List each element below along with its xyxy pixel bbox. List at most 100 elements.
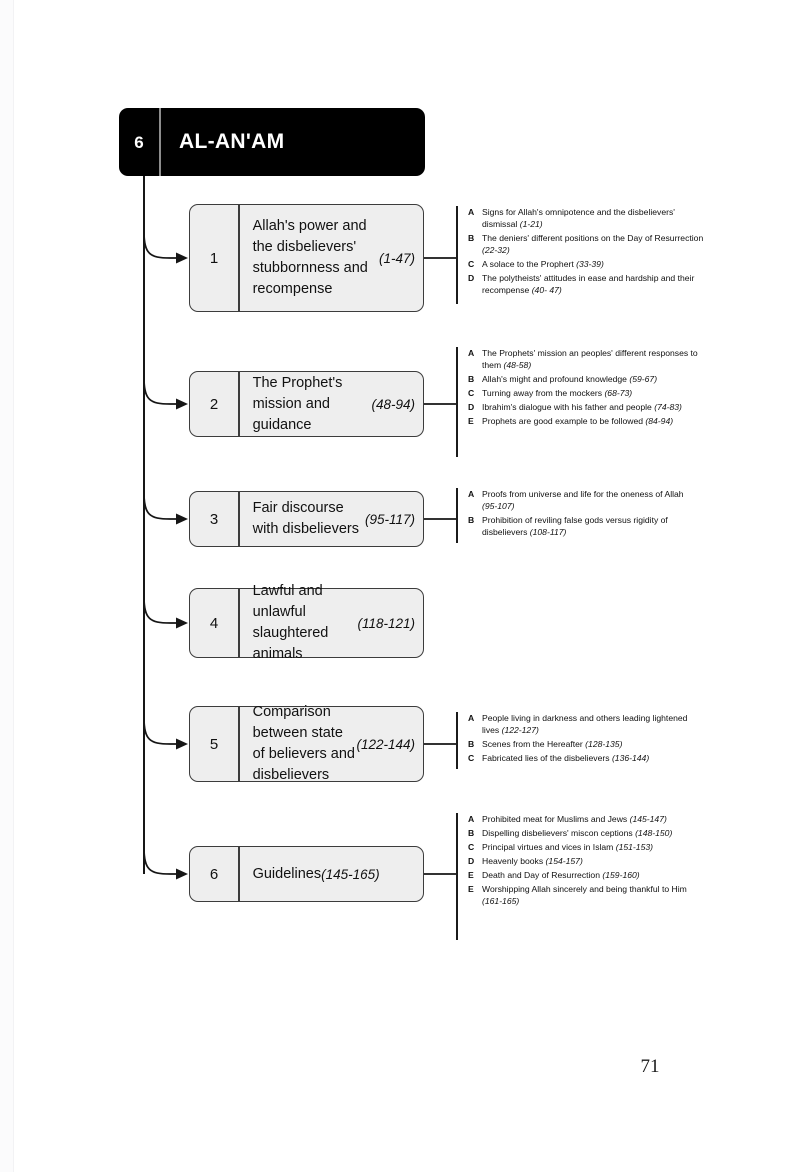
subsection-label: The Prophets' mission an peoples' differ…: [482, 348, 698, 370]
subsection-item[interactable]: B Prohibition of reviling false gods vers…: [468, 514, 704, 538]
section-box-divider: [238, 205, 240, 311]
section-number: 4: [209, 614, 219, 632]
subsection-item[interactable]: B Dispelling disbelievers' miscon ception…: [468, 827, 704, 839]
subsection-label: The deniers' different positions on the …: [482, 233, 704, 243]
subsection-letter: C: [468, 388, 475, 398]
subsection-verse-range: (84-94): [645, 416, 674, 426]
section-title-text: Lawful and unlawful slaughtered animals: [252, 583, 329, 662]
subsection-letter: A: [468, 489, 475, 499]
section-verse-range: (145-165): [321, 866, 380, 882]
subsection-verse-range: (159-160): [602, 870, 640, 880]
subsection-list: A The Prophets' mission an peoples' diffe…: [468, 347, 704, 429]
subsection-text: The polytheists' attitudes in ease and h…: [482, 272, 704, 296]
subsection-verse-range: (154-157): [545, 856, 583, 866]
subsection-verse-range: (74-83): [654, 402, 682, 412]
connector-arrowhead: [176, 252, 188, 264]
subsection-label: Allah's might and profound knowledge: [482, 374, 630, 384]
section-title: The Prophet's mission and guidance (48-9…: [240, 372, 423, 436]
connector-arrowhead: [176, 513, 188, 525]
subsection-item[interactable]: B Scenes from the Hereafter (128-135): [468, 738, 704, 750]
subsection-text: Proofs from universe and life for the on…: [482, 488, 704, 512]
subsection-verse-range: (40- 47): [531, 285, 562, 295]
subsection-text: Fabricated lies of the disbelievers (136…: [482, 752, 704, 764]
section-box-divider: [238, 492, 240, 546]
subsection-letter: B: [468, 515, 475, 525]
section-box-3[interactable]: 3 Fair discourse with disbelievers (95-11…: [189, 491, 424, 547]
subsection-item[interactable]: C Fabricated lies of the disbelievers (13…: [468, 752, 704, 764]
subsection-label: Death and Day of Resurrection: [482, 870, 603, 880]
subsection-letter: A: [468, 348, 475, 358]
subsection-label: Fabricated lies of the disbelievers: [482, 753, 612, 763]
subsection-verse-range: (136-144): [611, 753, 650, 763]
section-verse-range: (1-47): [378, 250, 415, 266]
section-box-1[interactable]: 1 Allah's power and the disbelievers' stu…: [189, 204, 424, 312]
subsection-bracket: [456, 813, 458, 940]
subsection-text: Dispelling disbelievers' miscon ceptions…: [482, 827, 704, 839]
subsection-text: Worshipping Allah sincerely and being th…: [482, 883, 704, 907]
subsection-list: A Proofs from universe and life for the o…: [468, 488, 704, 540]
subsection-item[interactable]: A The Prophets' mission an peoples' diffe…: [468, 347, 704, 371]
section-box-4[interactable]: 4 Lawful and unlawful slaughtered animals…: [189, 583, 424, 662]
section-number: 2: [209, 395, 219, 413]
subsection-verse-range: (48-58): [503, 360, 532, 370]
subsection-text: Prophets are good example to be followed…: [482, 415, 704, 427]
section-number: 3: [209, 510, 219, 528]
section-box-divider: [238, 589, 240, 657]
section-title-text: The Prophet's mission and guidance: [252, 374, 343, 433]
subsection-text: The Prophets' mission an peoples' differ…: [482, 347, 704, 371]
section-title: Allah's power and the disbelievers' stub…: [240, 205, 423, 311]
subsection-letter: B: [468, 739, 475, 749]
subsection-letter: D: [468, 273, 475, 283]
subsection-text: Ibrahim's dialogue with his father and p…: [482, 401, 704, 413]
section-verse-range: (48-94): [371, 396, 415, 412]
subsection-label: Heavenly books: [482, 856, 546, 866]
subsection-letter: C: [468, 753, 475, 763]
connector-arrowhead: [176, 617, 188, 629]
section-box-2[interactable]: 2 The Prophet's mission and guidance (48-…: [189, 371, 424, 437]
section-box-divider: [238, 847, 240, 901]
subsection-item[interactable]: D The polytheists' attitudes in ease and …: [468, 272, 704, 296]
subsection-verse-range: (22-32): [482, 245, 510, 255]
section-title-text: Allah's power and the disbelievers' stub…: [252, 218, 368, 297]
subsection-text: Prohibition of reviling false gods versu…: [482, 514, 704, 538]
section-number: 1: [209, 249, 219, 267]
section-title-text: Comparison between state of believers an…: [252, 704, 355, 783]
section-title-text: Guidelines: [252, 865, 322, 882]
subsection-verse-range: (108-117): [529, 527, 567, 537]
section-title: Fair discourse with disbelievers (95-117…: [240, 492, 423, 546]
subsection-letter: D: [468, 856, 475, 866]
subsection-item[interactable]: D Heavenly books (154-157): [468, 855, 704, 867]
subsection-verse-range: (128-135): [585, 739, 623, 749]
subsection-item[interactable]: A Proofs from universe and life for the o…: [468, 488, 704, 512]
flowchart-spine: [143, 176, 145, 874]
connector-arrowhead: [176, 398, 188, 410]
section-box-5[interactable]: 5 Comparison between state of believers a…: [189, 704, 424, 783]
subsection-letter: B: [468, 828, 475, 838]
subsection-text: Signs for Allah's omnipotence and the di…: [482, 206, 704, 230]
subsection-verse-range: (151-153): [615, 842, 653, 852]
subsection-text: Scenes from the Hereafter (128-135): [482, 738, 704, 750]
page-edge-artifact: [0, 0, 14, 1172]
section-box-divider: [238, 707, 240, 781]
section-number: 5: [209, 735, 219, 753]
subsection-letter: C: [468, 842, 475, 852]
subsection-verse-range: (148-150): [635, 828, 673, 838]
subsection-text: The deniers' different positions on the …: [482, 232, 704, 256]
subsection-label: People living in darkness and others lea…: [482, 713, 688, 735]
subsection-label: The polytheists' attitudes in ease and h…: [482, 273, 695, 295]
